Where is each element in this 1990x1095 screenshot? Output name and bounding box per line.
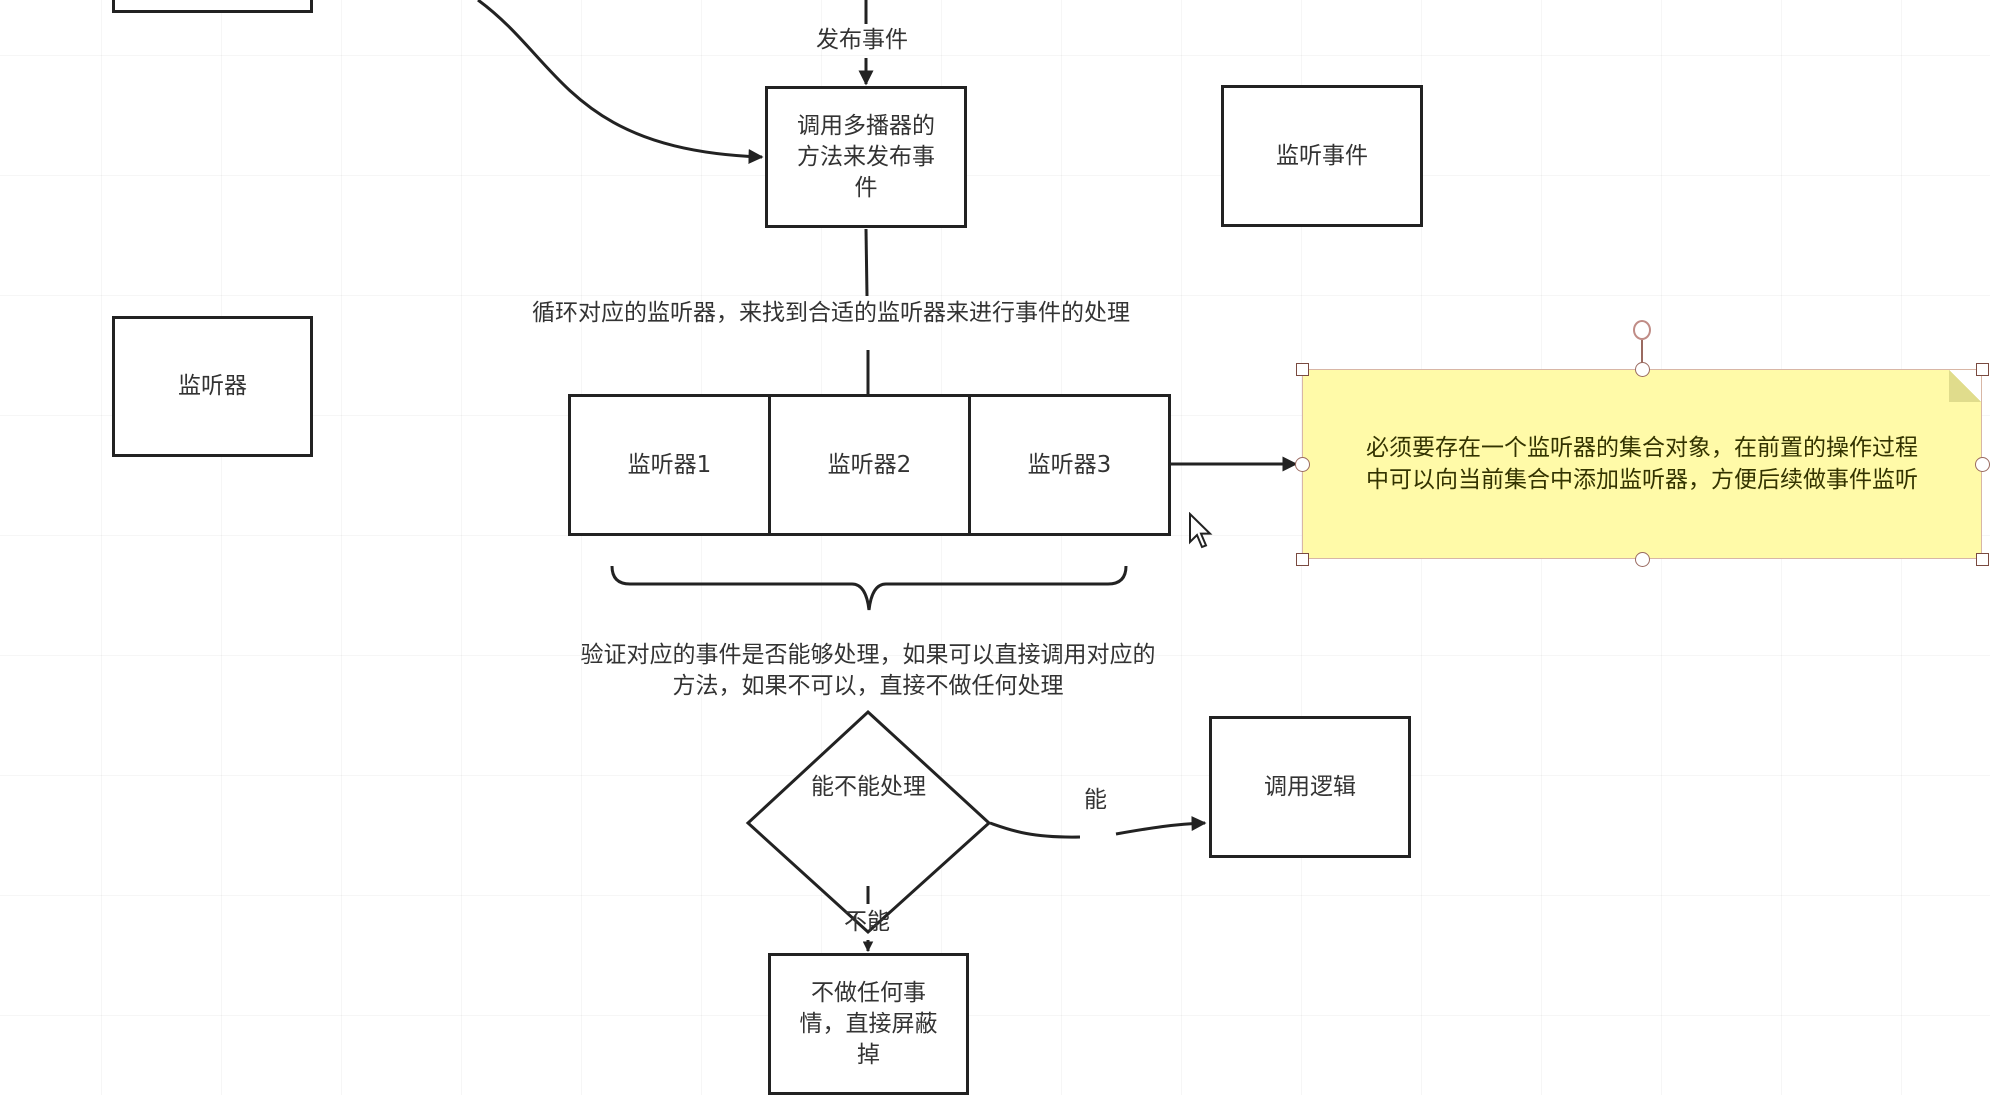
top-left-box[interactable]: [112, 0, 313, 13]
resize-handle-bottom[interactable]: [1635, 552, 1650, 567]
label-publish-event: 发布事件: [816, 27, 908, 53]
node-listener[interactable]: 监听器: [112, 316, 313, 457]
edge-curve-to-multicaster[interactable]: [477, 0, 764, 164]
label-verify-line-1: 验证对应的事件是否能够处理，如果可以直接调用对应的: [580, 642, 1156, 668]
multicaster-line-3: 件: [854, 174, 878, 201]
resize-handle-bottom-left[interactable]: [1296, 553, 1309, 566]
resize-handle-left[interactable]: [1295, 457, 1310, 472]
note-line-2: 中可以向当前集合中添加监听器，方便后续做事件监听: [1366, 467, 1918, 493]
node-listen-event[interactable]: 监听事件: [1221, 85, 1423, 227]
mouse-pointer-icon: [1189, 512, 1213, 549]
resize-handle-top-right[interactable]: [1976, 363, 1989, 376]
label-yes: 能: [1084, 787, 1107, 813]
node-do-nothing[interactable]: 不做任何事 情，直接屏蔽 掉: [768, 953, 969, 1095]
decision-diamond[interactable]: [745, 709, 992, 935]
node-listener-1[interactable]: 监听器1: [568, 394, 771, 536]
do-nothing-line-2: 情，直接屏蔽: [799, 1011, 938, 1037]
node-listener-3[interactable]: 监听器3: [968, 394, 1171, 536]
node-listener-2[interactable]: 监听器2: [768, 394, 971, 536]
node-multicaster[interactable]: 调用多播器的 方法来发布事 件: [765, 86, 967, 228]
edge-loop-top[interactable]: [864, 228, 869, 297]
label-no: 不能: [844, 909, 890, 935]
label-verify-line-2: 方法，如果不可以，直接不做任何处理: [672, 673, 1064, 699]
edge-yes-line-2[interactable]: [1115, 815, 1207, 836]
label-verify: 验证对应的事件是否能够处理，如果可以直接调用对应的 方法，如果不可以，直接不做任…: [538, 640, 1198, 702]
sticky-note[interactable]: 必须要存在一个监听器的集合对象，在前置的操作过程 中可以向当前集合中添加监听器，…: [1302, 369, 1982, 559]
edge-yes-line-1[interactable]: [989, 821, 1081, 839]
rotation-handle[interactable]: [1633, 320, 1651, 340]
resize-handle-bottom-right[interactable]: [1976, 553, 1989, 566]
note-line-1: 必须要存在一个监听器的集合对象，在前置的操作过程: [1366, 435, 1918, 461]
note-fold-corner: [1949, 370, 1981, 402]
decision-label: 能不能处理: [811, 774, 926, 800]
multicaster-line-1: 调用多播器的: [797, 112, 935, 139]
do-nothing-line-3: 掉: [857, 1042, 880, 1068]
resize-handle-top[interactable]: [1635, 362, 1650, 377]
node-invoke-logic[interactable]: 调用逻辑: [1209, 716, 1411, 858]
resize-handle-right[interactable]: [1975, 457, 1990, 472]
rotation-stem: [1641, 340, 1643, 369]
label-loop-listeners: 循环对应的监听器，来找到合适的监听器来进行事件的处理: [532, 300, 1130, 326]
do-nothing-line-1: 不做任何事: [811, 980, 926, 1006]
multicaster-line-2: 方法来发布事: [797, 143, 935, 170]
resize-handle-top-left[interactable]: [1296, 363, 1309, 376]
brace: [610, 565, 1128, 611]
